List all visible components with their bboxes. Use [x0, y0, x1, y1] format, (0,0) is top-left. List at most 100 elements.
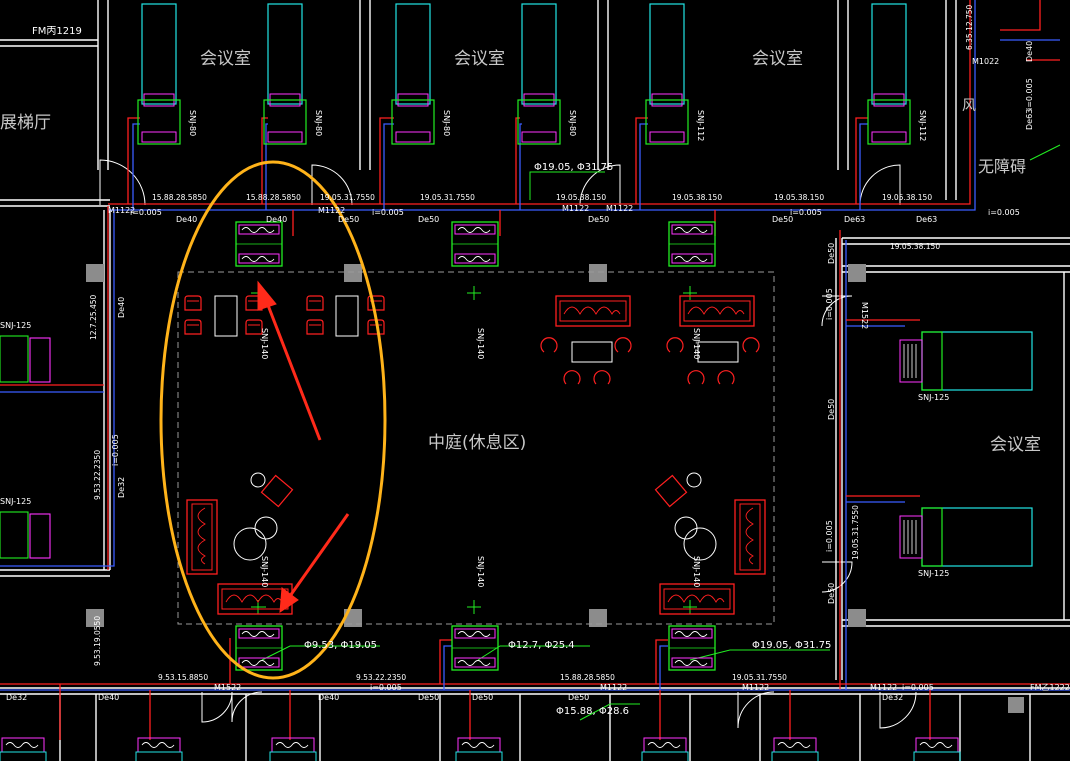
slope-9: i=0.005: [902, 683, 934, 692]
pipe-spec-1: 15.88.28.5850: [152, 193, 207, 202]
pipe-spec-7: 19.05.38.150: [774, 193, 824, 202]
drain-de50-v2: De50: [827, 243, 836, 264]
unit-snj80-d: SNJ-80: [568, 110, 577, 136]
drain-de32-b: De32: [6, 693, 27, 702]
unit-snj140-e: SNJ-140: [476, 556, 485, 587]
door-m1122-bottom3: M1122: [870, 683, 897, 692]
unit-snj80-b: SNJ-80: [314, 110, 323, 136]
drain-de50-v4: De50: [827, 583, 836, 604]
drain-de50-v3: De50: [827, 399, 836, 420]
drain-de40-e: De40: [318, 693, 339, 702]
room-wind: 风: [962, 98, 976, 114]
unit-snj80-a: SNJ-80: [188, 110, 197, 136]
door-m1122-a: M1122: [108, 206, 135, 215]
pipe-spec-10: 9.53.22.2350: [93, 450, 102, 500]
unit-snj112-b: SNJ-112: [918, 110, 927, 141]
unit-snj80-c: SNJ-80: [442, 110, 451, 136]
door-m1022: M1022: [972, 57, 999, 66]
left-units: [0, 335, 51, 559]
unit-snj140-a: SNJ-140: [260, 328, 269, 359]
drain-labels: De40 De40 De50 De50 De50 De63 De63 De50 …: [6, 41, 1034, 702]
slope-7: i=0.005: [825, 520, 834, 552]
pipe-spec-2: 15.88.28.5850: [246, 193, 301, 202]
drain-de63-b: De63: [916, 215, 937, 224]
pipe-spec-18: 6.35.12.750: [965, 4, 974, 50]
pipe-spec-13: 9.53.22.2350: [356, 673, 406, 682]
diameter-4: Φ19.05, Φ31.75: [752, 640, 831, 651]
drain-de63-a: De63: [844, 215, 865, 224]
slope-4: i=0.005: [988, 208, 1020, 217]
pipe-spec-12: 9.53.15.8850: [158, 673, 208, 682]
room-elevator-hall: 展梯厅: [0, 113, 51, 133]
drain-de40-v: De40: [117, 297, 126, 318]
door-fm-bottom-right: FM乙1222: [1030, 683, 1070, 692]
door-m1122-c: M1122: [562, 204, 589, 213]
unit-snj140-d: SNJ-140: [260, 556, 269, 587]
courtyard-boundary: [177, 271, 775, 625]
diameter-labels: Φ19.05, Φ31.75 Φ9.53, Φ19.05 Φ12.7, Φ25.…: [304, 162, 831, 717]
drain-de50-v1: De50: [772, 215, 793, 224]
unit-snj125-a: SNJ-125: [918, 393, 949, 402]
furniture: [184, 295, 766, 615]
unit-snj112: SNJ-112: [696, 110, 705, 141]
drain-de40-b: De40: [266, 215, 287, 224]
door-m1122-bottom2: M1122: [742, 683, 769, 692]
diameter-5: Φ15.88, Φ28.6: [556, 706, 629, 717]
drain-de50-e: De50: [418, 693, 439, 702]
door-m1522-right: M1522: [860, 302, 869, 329]
diameter-1: Φ19.05, Φ31.75: [534, 162, 613, 173]
pipe-spec-6: 19.05.38.150: [672, 193, 722, 202]
unit-snj125-left1: SNJ-125: [0, 321, 31, 330]
pipe-spec-labels: 15.88.28.5850 15.88.28.5850 19.05.31.755…: [89, 4, 974, 682]
highlight-ellipse: [159, 160, 387, 680]
drain-de50-f: De50: [472, 693, 493, 702]
drain-de50-g: De50: [568, 693, 589, 702]
door-m1122-b: M1122: [318, 206, 345, 215]
pipe-spec-4: 19.05.31.7550: [420, 193, 475, 202]
door-swings: [99, 159, 917, 729]
unit-labels: SNJ-80 SNJ-80 SNJ-80 SNJ-80 SNJ-112 SNJ-…: [0, 110, 949, 587]
diameter-2: Φ9.53, Φ19.05: [304, 640, 377, 651]
pipe-spec-9: 12.7.25.450: [89, 294, 98, 340]
room-labels: 会议室 会议室 会议室 会议室 中庭(休息区) 展梯厅 无障碍 风: [0, 49, 1041, 455]
unit-snj125-b: SNJ-125: [918, 569, 949, 578]
slope-8: i=0.005: [370, 683, 402, 692]
door-fm-top-left: FM丙1219: [32, 26, 82, 37]
slope-6: i=0.005: [825, 288, 834, 320]
pipe-spec-14: 15.88.28.5850: [560, 673, 615, 682]
pipe-spec-15: 19.05.31.7550: [732, 673, 787, 682]
drain-de50-c: De50: [588, 215, 609, 224]
room-courtyard: 中庭(休息区): [428, 433, 526, 453]
slope-10: i=0.005: [1025, 78, 1034, 110]
drain-de50-b: De50: [418, 215, 439, 224]
diameter-3: Φ12.7, Φ25.4: [508, 640, 575, 651]
slope-1: i=0.005: [130, 208, 162, 217]
drain-de40-d: De40: [98, 693, 119, 702]
slope-2: i=0.005: [372, 208, 404, 217]
unit-snj140-f: SNJ-140: [692, 556, 701, 587]
slope-5: i=0.005: [111, 434, 120, 466]
room-meeting-right: 会议室: [990, 435, 1041, 455]
room-meeting-3: 会议室: [752, 49, 803, 69]
drain-de50-a: De50: [338, 215, 359, 224]
pipe-spec-16: 19.05.38.150: [890, 242, 940, 251]
unit-snj140-c: SNJ-140: [692, 328, 701, 359]
drain-de40-top: De40: [1025, 41, 1034, 62]
door-m1122-bottom: M1122: [600, 683, 627, 692]
slope-3: i=0.005: [790, 208, 822, 217]
drain-de63-v: De63: [1025, 109, 1034, 130]
annotation-arrows: [257, 280, 350, 613]
drain-de32-c: De32: [882, 693, 903, 702]
door-m1122-d: M1122: [606, 204, 633, 213]
unit-snj140-b: SNJ-140: [476, 328, 485, 359]
pipe-spec-11: 9.53.19.0550: [93, 616, 102, 666]
drain-de32-a: De32: [117, 477, 126, 498]
room-meeting-2: 会议室: [454, 49, 505, 69]
structural-columns: [86, 264, 1024, 713]
refrigerant-pipes: [0, 0, 1070, 740]
pipe-spec-8: 19.05.38.150: [882, 193, 932, 202]
pipe-spec-3: 19.05.31.7550: [320, 193, 375, 202]
